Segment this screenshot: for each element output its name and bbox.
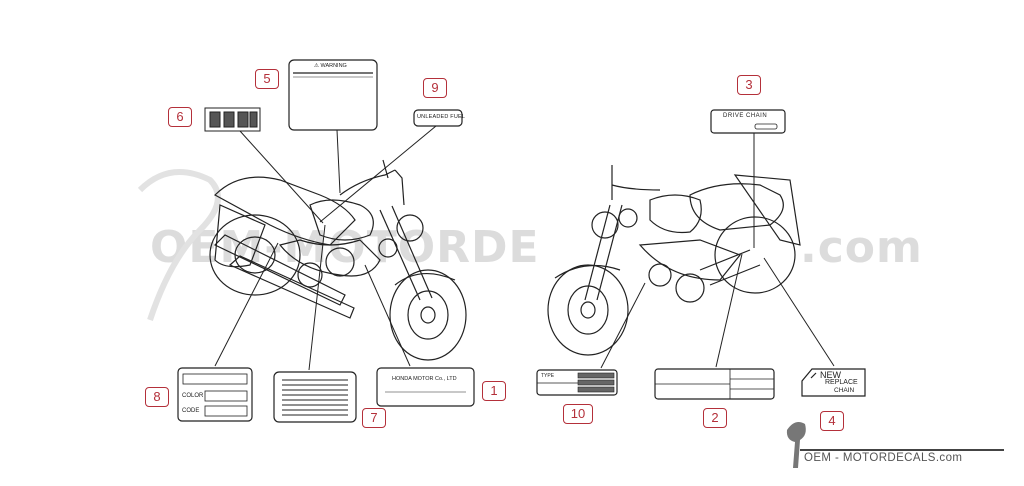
label-8-color-code bbox=[177, 367, 253, 422]
left-motorcycle-drawing bbox=[209, 159, 467, 361]
label-4-replace-text: REPLACE bbox=[825, 379, 858, 386]
label-4-replace-chain bbox=[801, 368, 866, 397]
callout-6: 6 bbox=[168, 107, 192, 127]
label-9-text: UNLEADED FUEL bbox=[417, 114, 466, 120]
callout-8: 8 bbox=[145, 387, 169, 407]
label-4-chain-text: CHAIN bbox=[834, 387, 855, 394]
label-9-unleaded-fuel bbox=[413, 109, 463, 127]
callout-3: 3 bbox=[737, 75, 761, 95]
label-6 bbox=[204, 107, 261, 132]
label-3-text: DRIVE CHAIN bbox=[723, 113, 768, 119]
callout-4: 4 bbox=[820, 411, 844, 431]
label-1-honda bbox=[376, 367, 475, 407]
label-10-type bbox=[536, 369, 618, 396]
label-3-drive-chain bbox=[710, 109, 786, 134]
label-5-warning bbox=[288, 59, 378, 131]
label-8-color-text: COLOR bbox=[182, 393, 204, 399]
label-2 bbox=[654, 368, 775, 400]
label-7 bbox=[273, 371, 357, 423]
footer-divider bbox=[800, 449, 1004, 451]
callout-7: 7 bbox=[362, 408, 386, 428]
label-1-text: HONDA MOTOR Co., LTD bbox=[392, 376, 457, 382]
footer-site-name: OEM - MOTORDECALS.com bbox=[804, 452, 963, 464]
callout-2: 2 bbox=[703, 408, 727, 428]
label-8-code-text: CODE bbox=[182, 408, 200, 414]
callout-10: 10 bbox=[563, 404, 593, 424]
label-10-text: TYPE bbox=[541, 373, 555, 379]
callout-5: 5 bbox=[255, 69, 279, 89]
right-motorcycle-drawing bbox=[547, 165, 801, 356]
label-4-new-text: NEW bbox=[820, 370, 841, 380]
watermark-text-right: .com bbox=[800, 222, 923, 273]
leader-lines bbox=[214, 125, 835, 371]
footer-logo-icon bbox=[786, 422, 806, 468]
callout-9: 9 bbox=[423, 78, 447, 98]
callout-1: 1 bbox=[482, 381, 506, 401]
label-5-warning-text: ⚠ WARNING bbox=[314, 63, 347, 69]
watermark-helmet bbox=[137, 169, 221, 321]
